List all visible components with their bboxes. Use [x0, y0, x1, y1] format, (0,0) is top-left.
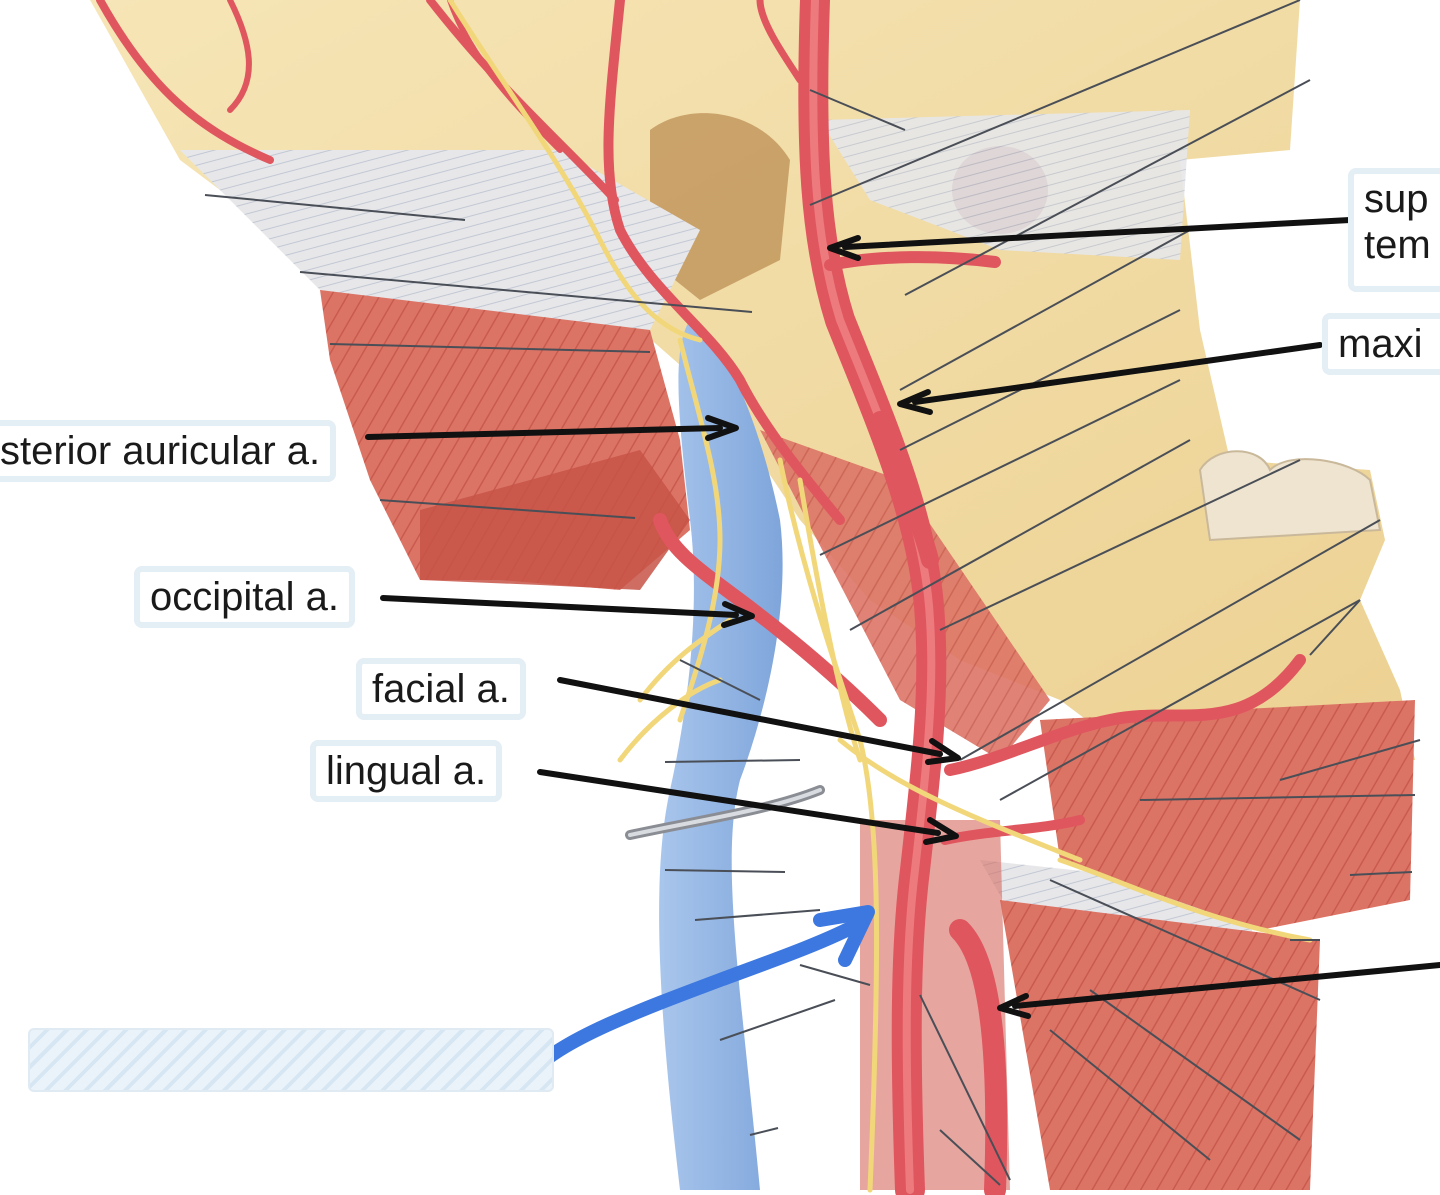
label-sup-temporal: sup tem	[1348, 168, 1440, 292]
fascia	[180, 110, 1260, 940]
label-sup-temporal-line2: tem	[1364, 223, 1431, 267]
retractor-hook	[625, 785, 825, 840]
label-maxillary: maxi	[1322, 313, 1440, 375]
label-arrows	[365, 217, 1440, 1019]
label-lingual: lingual a.	[310, 740, 503, 802]
label-sup-temporal-line1: sup	[1364, 177, 1429, 221]
nerves	[447, 0, 1313, 1193]
label-posterior-auricular: sterior auricular a.	[0, 420, 337, 482]
label-occipital: occipital a.	[134, 566, 355, 628]
label-facial: facial a.	[356, 658, 526, 720]
teeth	[1198, 450, 1382, 542]
answer-blank[interactable]	[28, 1028, 554, 1092]
leader-lines	[204, 0, 1421, 1186]
blue-arrow-icon	[525, 905, 875, 1079]
arteries	[96, 0, 1306, 1195]
internal-jugular-vein	[659, 320, 783, 1190]
